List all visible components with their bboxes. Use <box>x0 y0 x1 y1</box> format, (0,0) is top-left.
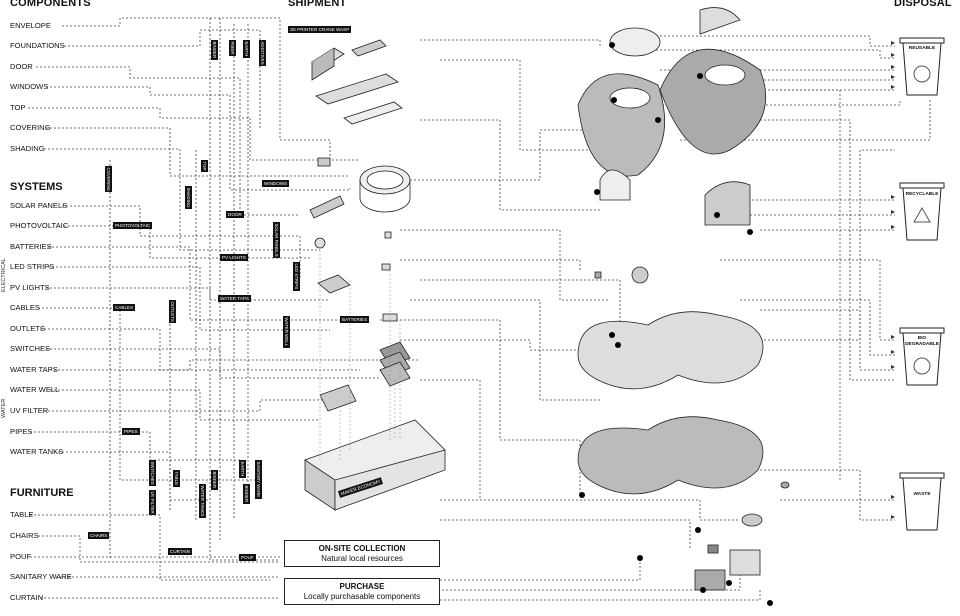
onsite-title: ON-SITE COLLECTION <box>318 544 406 553</box>
system-item: PHOTOVOLTAIC <box>10 221 69 230</box>
system-item: WATER TANKS <box>10 447 64 456</box>
vtag-earth: EARTH <box>242 40 250 58</box>
component-item: ENVELOPE <box>10 21 51 30</box>
bin-recyclable-label: RECYCLABLE <box>905 192 939 197</box>
system-item: WATER TAPS <box>10 365 58 374</box>
tag-pv-lights: PV LIGHTS <box>220 254 248 262</box>
component-item: SHADING <box>10 144 45 153</box>
water-side-label: WATER <box>1 398 7 418</box>
purchase-title: PURCHASE <box>339 582 385 591</box>
furniture-item: POUF <box>10 552 32 561</box>
component-item: DOOR <box>10 62 33 71</box>
furniture-item: TABLE <box>10 510 34 519</box>
system-item: BATTERIES <box>10 242 52 251</box>
tag-pouf: POUF <box>239 554 256 562</box>
system-item: WATER WELL <box>10 385 60 394</box>
electrical-side-label: ELECTRICAL <box>1 258 7 292</box>
system-item: PV LIGHTS <box>10 283 50 292</box>
shipment-header: SHIPMENT <box>288 0 347 9</box>
tag-curtain: CURTAIN <box>168 548 192 556</box>
tag-printer: 3D PRINTER CRANE WASP <box>288 26 352 34</box>
onsite-collection-box: ON-SITE COLLECTION Natural local resourc… <box>284 540 440 567</box>
vtag-water-well: WATER WELL <box>282 316 290 348</box>
vtag-table: TABLE <box>172 470 180 487</box>
vtag-water-tanks: WATER TANKS <box>198 484 206 518</box>
bin-biodegradable-label: BIO DEGRADABLE <box>905 336 939 347</box>
vtag-switches: SWITCHES <box>148 460 156 487</box>
bin-waste-label: WASTE <box>913 492 931 497</box>
tag-pipes: PIPES <box>122 428 140 436</box>
onsite-subtitle: Natural local resources <box>321 554 403 563</box>
furniture-item: CHAIRS <box>10 531 39 540</box>
system-item: SWITCHES <box>10 344 51 353</box>
vtag-sanitary-ware: SANITARY WARE <box>254 460 262 499</box>
vtag-uv-filter: UV FILTER <box>148 490 156 516</box>
furniture-item: SANITARY WARE <box>10 572 72 581</box>
bin-reusable-label: REUSABLE <box>908 46 936 51</box>
vtag-binder: BINDER <box>210 40 218 60</box>
vtag-binder-3: BINDER <box>242 484 250 504</box>
system-item: PIPES <box>10 427 33 436</box>
vtag-outlets: OUTLETS <box>168 300 176 324</box>
systems-header: SYSTEMS <box>10 181 63 193</box>
system-item: UV FILTER <box>10 406 49 415</box>
disposal-header: DISPOSAL <box>894 0 952 9</box>
vtag-shading: SHADING <box>184 186 192 210</box>
system-item: SOLAR PANELS <box>10 201 68 210</box>
furniture-item: CURTAIN <box>10 593 44 602</box>
tag-water-taps: WATER TAPS <box>218 295 251 303</box>
vtag-led-strips: LED STRIPS <box>292 262 300 291</box>
vtag-binder-2: BINDER <box>210 470 218 490</box>
component-item: FOUNDATIONS <box>10 41 65 50</box>
tag-door: DOOR <box>226 211 244 219</box>
vtag-solar-panels: SOLAR PANELS <box>272 222 280 259</box>
system-item: OUTLETS <box>10 324 46 333</box>
tag-photovoltaic: PHOTOVOLTAIC <box>113 222 153 230</box>
tag-batteries: BATTERIES <box>340 316 370 324</box>
purchase-subtitle: Locally purchasable components <box>303 592 421 601</box>
vtag-top: TOP <box>200 160 208 172</box>
tag-windows: WINDOWS <box>262 180 290 188</box>
component-item: WINDOWS <box>10 82 49 91</box>
tag-cables: CABLES <box>113 304 136 312</box>
vtag-additives: ADDITIVES <box>258 40 266 67</box>
component-item: TOP <box>10 103 26 112</box>
tag-chairs: CHAIRS <box>88 532 110 540</box>
purchase-box: PURCHASE Locally purchasable components <box>284 578 440 605</box>
vtag-covering: COVERING <box>104 166 112 193</box>
vtag-earth-2: EARTH <box>238 460 246 478</box>
component-item: COVERING <box>10 123 51 132</box>
system-item: LED STRIPS <box>10 262 55 271</box>
vtag-fiber: FIBER <box>228 40 236 56</box>
components-header: COMPONENTS <box>10 0 91 9</box>
system-item: CABLES <box>10 303 40 312</box>
furniture-header: FURNITURE <box>10 487 74 499</box>
